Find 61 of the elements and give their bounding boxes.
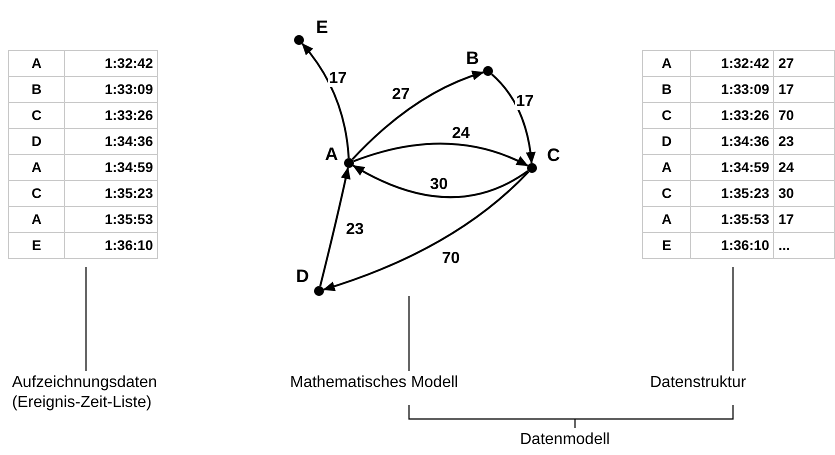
caption-text: Mathematisches Modell [290,373,530,393]
vertex-label: C [547,146,560,164]
leader-line [85,267,87,371]
time-value: 1:35:53 [690,206,774,232]
time-value: 1:36:10 [690,232,774,258]
weight-value: 70 [774,102,834,128]
time-value: 1:33:26 [64,102,158,128]
time-value: 1:32:42 [690,50,774,76]
event-letter: C [8,180,64,206]
time-value: 1:35:53 [64,206,158,232]
arrow [352,70,484,160]
arrow [491,74,536,164]
time-value: 1:33:26 [690,102,774,128]
caption-text: Datenstruktur [650,373,820,393]
time-value: 1:33:09 [64,76,158,102]
arrow [319,166,351,286]
time-value: 1:34:59 [64,154,158,180]
leader-line [408,296,410,371]
event-letter: A [642,50,691,76]
edge-label: 17 [328,70,348,87]
arrow [322,170,530,291]
arrow [352,164,528,198]
event-letter: C [642,180,691,206]
event-letter: D [642,128,691,154]
time-value: 1:36:10 [64,232,158,258]
arrow [353,142,528,167]
time-value: 1:34:59 [690,154,774,180]
event-letter: A [8,50,64,76]
time-value: 1:34:36 [64,128,158,154]
weight-value: 23 [774,128,834,154]
leader-line [732,267,734,371]
caption-text: Aufzeichnungsdaten (Ereignis-Zeit-Liste) [12,373,187,413]
vertex-label: B [466,49,479,67]
weight-value: 24 [774,154,834,180]
event-letter: C [642,102,691,128]
event-letter: A [642,206,691,232]
vertex-label: D [296,267,309,285]
time-value: 1:35:23 [690,180,774,206]
weight-value: ... [774,232,834,258]
vertex-label: A [325,145,338,163]
event-letter: B [8,76,64,102]
event-letter: C [8,102,64,128]
time-value: 1:35:23 [64,180,158,206]
event-letter: A [8,206,64,232]
time-value: 1:33:09 [690,76,774,102]
weight-value: 17 [774,206,834,232]
weight-value: 17 [774,76,834,102]
group-caption: Datenmodell [520,430,610,450]
arrow [302,42,350,158]
weight-value: 27 [774,50,834,76]
time-value: 1:34:36 [690,128,774,154]
weight-value: 30 [774,180,834,206]
event-letter: D [8,128,64,154]
event-letter: E [8,232,64,258]
vertex-label: E [316,18,328,36]
event-letter: B [642,76,691,102]
event-letter: E [642,232,691,258]
event-letter: A [642,154,691,180]
time-value: 1:32:42 [64,50,158,76]
event-letter: A [8,154,64,180]
edge-label: 17 [515,93,535,110]
